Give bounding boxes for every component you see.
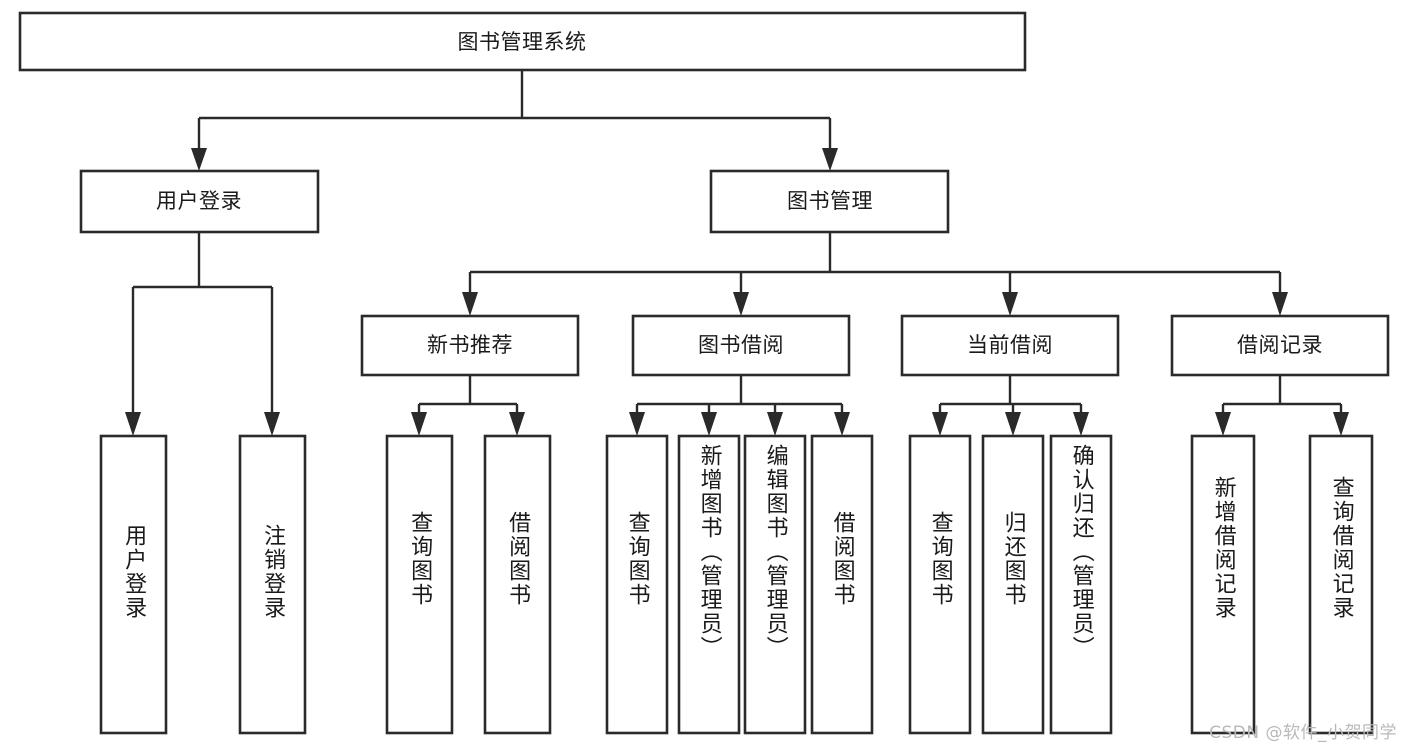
arrow-head-leaf-edit-book — [767, 412, 783, 436]
node-box-leaf-return-book[interactable] — [981, 434, 1045, 735]
arrow-head-leaf-query-record — [1333, 412, 1349, 436]
node-box-borrow-record[interactable] — [1170, 314, 1390, 377]
node-label-current-borrow: 当前借阅 — [967, 333, 1053, 357]
node-label-root: 图书管理系统 — [458, 30, 587, 54]
arrow-head-current-borrow — [1002, 292, 1018, 316]
arrow-head-leaf-query-book-bor — [629, 412, 645, 436]
node-layer: 图书管理系统 用户登录 图书管理 新书推荐 图书借阅 当前借阅 借阅记录 — [18, 11, 1390, 735]
node-box-user-login[interactable] — [79, 169, 320, 234]
node-label-book-management: 图书管理 — [787, 189, 873, 213]
node-box-new-book-recommend[interactable] — [360, 314, 580, 377]
node-label-user-login: 用户登录 — [156, 189, 242, 213]
node-label-borrow-record: 借阅记录 — [1237, 333, 1323, 357]
arrow-head-leaf-confirm-return — [1073, 412, 1089, 436]
connector-layer — [125, 70, 1349, 436]
arrow-head-leaf-query-book-rec — [411, 412, 427, 436]
node-box-book-borrow[interactable] — [631, 314, 851, 377]
arrow-head-user-login — [191, 148, 207, 171]
watermark-label: CSDN @软件_小贺同学 — [1209, 723, 1397, 743]
arrow-head-leaf-user-login — [125, 412, 141, 436]
arrow-head-leaf-logout — [264, 412, 280, 436]
node-box-leaf-logout[interactable] — [238, 434, 307, 735]
node-box-leaf-borrow-book-rec[interactable] — [483, 434, 552, 735]
node-box-leaf-add-record[interactable] — [1190, 434, 1256, 735]
node-box-root[interactable] — [18, 11, 1027, 72]
node-box-leaf-query-book-bor[interactable] — [605, 434, 669, 735]
node-label-book-borrow: 图书借阅 — [698, 333, 784, 357]
arrow-head-leaf-query-book-cur — [932, 412, 948, 436]
arrow-head-book-borrow — [733, 292, 749, 316]
node-box-leaf-query-book-cur[interactable] — [908, 434, 972, 735]
node-box-leaf-edit-book[interactable] — [743, 434, 807, 735]
node-label-new-book-recommend: 新书推荐 — [427, 333, 513, 357]
node-box-leaf-borrow-book-bor[interactable] — [810, 434, 874, 735]
node-box-leaf-add-book[interactable] — [677, 434, 741, 735]
arrow-head-borrow-record — [1272, 292, 1288, 316]
arrow-head-leaf-add-book — [701, 412, 717, 436]
arrow-head-new-book-recommend — [462, 292, 478, 316]
arrow-head-leaf-borrow-book-bor — [834, 412, 850, 436]
arrow-head-book-management — [822, 148, 838, 171]
node-box-leaf-confirm-return[interactable] — [1049, 434, 1113, 735]
arrow-head-leaf-borrow-book-rec — [509, 412, 525, 436]
arrow-head-leaf-return-book — [1005, 412, 1021, 436]
node-box-book-management[interactable] — [709, 169, 950, 234]
arrow-head-leaf-add-record — [1215, 412, 1231, 436]
node-box-leaf-user-login[interactable] — [99, 434, 168, 735]
node-box-leaf-query-book-rec[interactable] — [385, 434, 454, 735]
node-box-current-borrow[interactable] — [900, 314, 1120, 377]
node-box-leaf-query-record[interactable] — [1308, 434, 1374, 735]
